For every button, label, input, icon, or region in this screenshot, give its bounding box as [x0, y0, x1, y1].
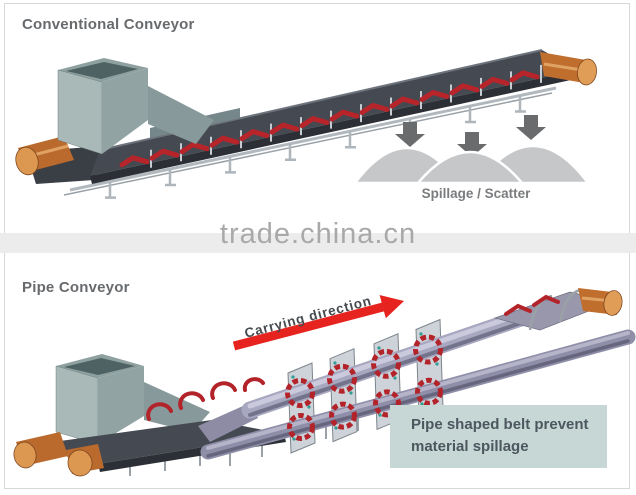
pipe-callout-line1: Pipe shaped belt prevent: [411, 416, 589, 433]
down-arrow-icon: [395, 122, 425, 147]
pipe-callout: Pipe shaped belt prevent material spilla…: [390, 405, 607, 468]
section-title-pipe: Pipe Conveyor: [22, 279, 130, 296]
pipe-callout-line2: material spillage: [411, 438, 529, 455]
watermark-band: [0, 233, 636, 253]
tail-pulley: [15, 136, 74, 176]
head-pulley: [540, 52, 597, 86]
transition-idlers: [146, 377, 265, 421]
spillage-caption: Spillage / Scatter: [421, 186, 531, 201]
down-arrow-icon: [516, 115, 546, 140]
feed-hopper: [55, 354, 210, 445]
roller-rings: [285, 334, 443, 441]
conventional-conveyor-illustration: [15, 49, 597, 199]
spill-piles: [352, 144, 591, 185]
pipe-conveyor-illustration: Carrying direction: [13, 288, 636, 477]
down-arrow-icon: [457, 132, 487, 157]
spill-arrows: [395, 115, 546, 157]
section-title-conventional: Conventional Conveyor: [22, 16, 195, 33]
tail-pulleys: [13, 432, 104, 477]
panel-accents: [291, 332, 439, 441]
watermark-text: trade.china.cn: [219, 218, 417, 250]
idler-rollers: [119, 70, 540, 168]
feed-hopper: [57, 58, 240, 155]
direction-arrow-icon: [232, 295, 404, 351]
head-section: [493, 288, 623, 331]
